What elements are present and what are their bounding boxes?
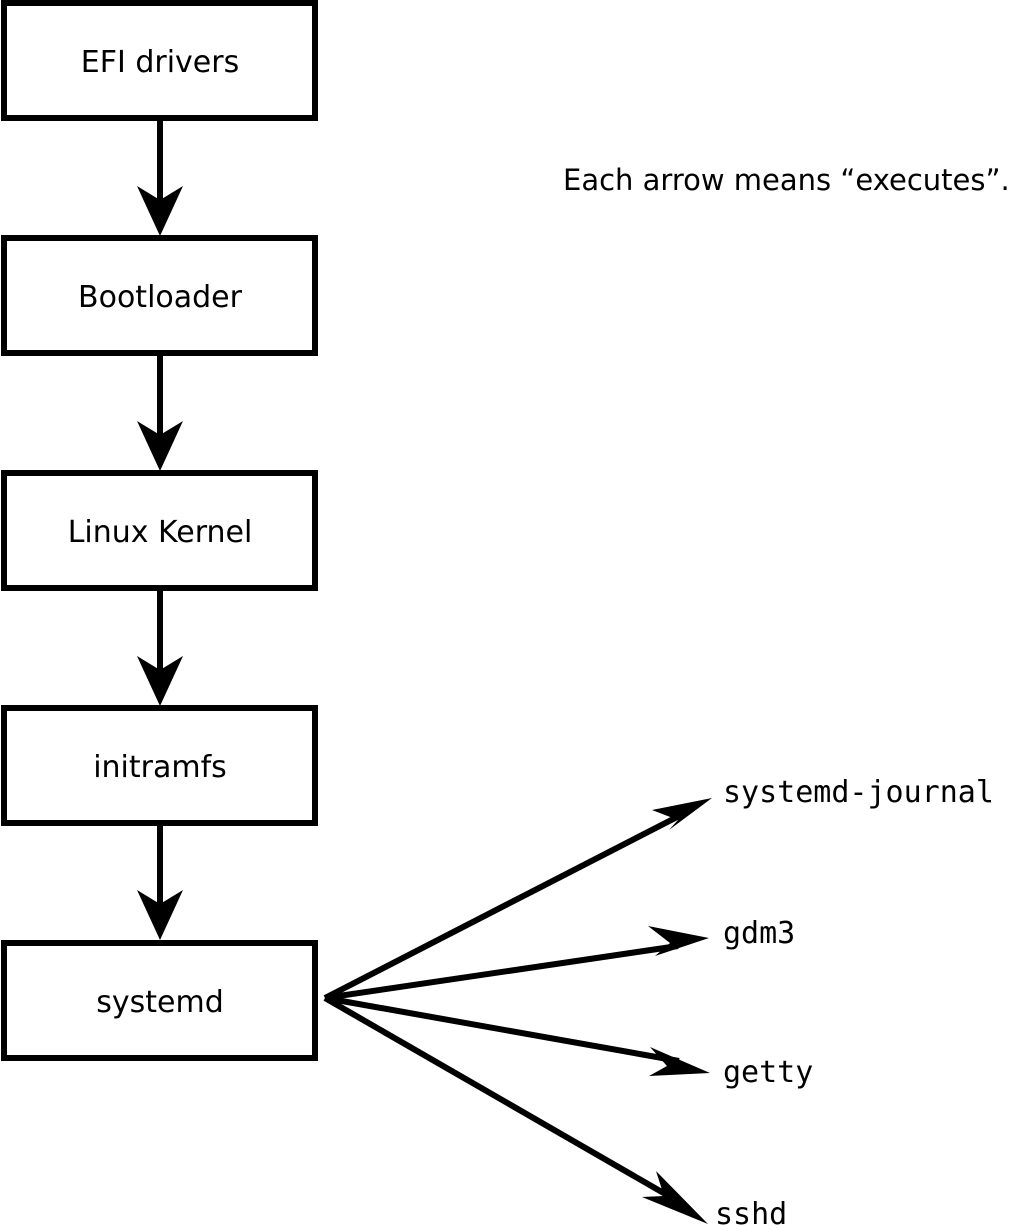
legend-text: Each arrow means “executes”.	[563, 163, 1010, 197]
chain-connectors	[137, 118, 183, 940]
node-label-systemd: systemd	[96, 985, 224, 1020]
arrowhead-efi-to-bootloader	[137, 186, 183, 236]
node-label-bootloader: Bootloader	[78, 280, 243, 315]
service-label-getty[interactable]: getty	[723, 1055, 813, 1090]
chain-node-bootloader[interactable]: Bootloader	[1, 235, 318, 356]
arrowhead-systemd-to-gdm3	[648, 926, 709, 956]
connector-systemd-to-sshd	[323, 995, 676, 1202]
chain-node-initramfs[interactable]: initramfs	[1, 705, 318, 826]
node-box-systemd[interactable]	[1, 940, 318, 1061]
node-label-efi-drivers: EFI drivers	[81, 45, 239, 80]
arrowhead-bootloader-to-kernel	[137, 421, 183, 471]
node-box-efi-drivers[interactable]	[1, 0, 318, 121]
connector-systemd-to-systemd-journal	[323, 812, 683, 1001]
node-label-initramfs: initramfs	[93, 750, 227, 785]
service-label-systemd-journal[interactable]: systemd-journal	[723, 775, 994, 810]
arrowhead-systemd-to-sshd	[642, 1171, 708, 1224]
service-labels: systemd-journal gdm3 getty sshd	[715, 775, 994, 1230]
arrowhead-systemd-to-getty	[649, 1047, 710, 1076]
node-label-linux-kernel: Linux Kernel	[68, 515, 253, 550]
node-box-initramfs[interactable]	[1, 705, 318, 826]
node-box-linux-kernel[interactable]	[1, 470, 318, 591]
connector-systemd-to-gdm3	[324, 943, 679, 1001]
service-label-sshd[interactable]: sshd	[715, 1197, 787, 1230]
service-connectors	[323, 798, 712, 1224]
node-box-bootloader[interactable]	[1, 235, 318, 356]
service-label-gdm3[interactable]: gdm3	[723, 916, 795, 951]
chain-node-efi-drivers[interactable]: EFI drivers	[1, 0, 318, 121]
arrowhead-initramfs-to-systemd	[137, 890, 183, 940]
connector-systemd-to-getty	[324, 995, 680, 1064]
arrowhead-kernel-to-initramfs	[137, 656, 183, 706]
chain-node-linux-kernel[interactable]: Linux Kernel	[1, 470, 318, 591]
chain-node-systemd[interactable]: systemd	[1, 940, 318, 1061]
arrowhead-systemd-to-systemd-journal	[652, 798, 712, 830]
